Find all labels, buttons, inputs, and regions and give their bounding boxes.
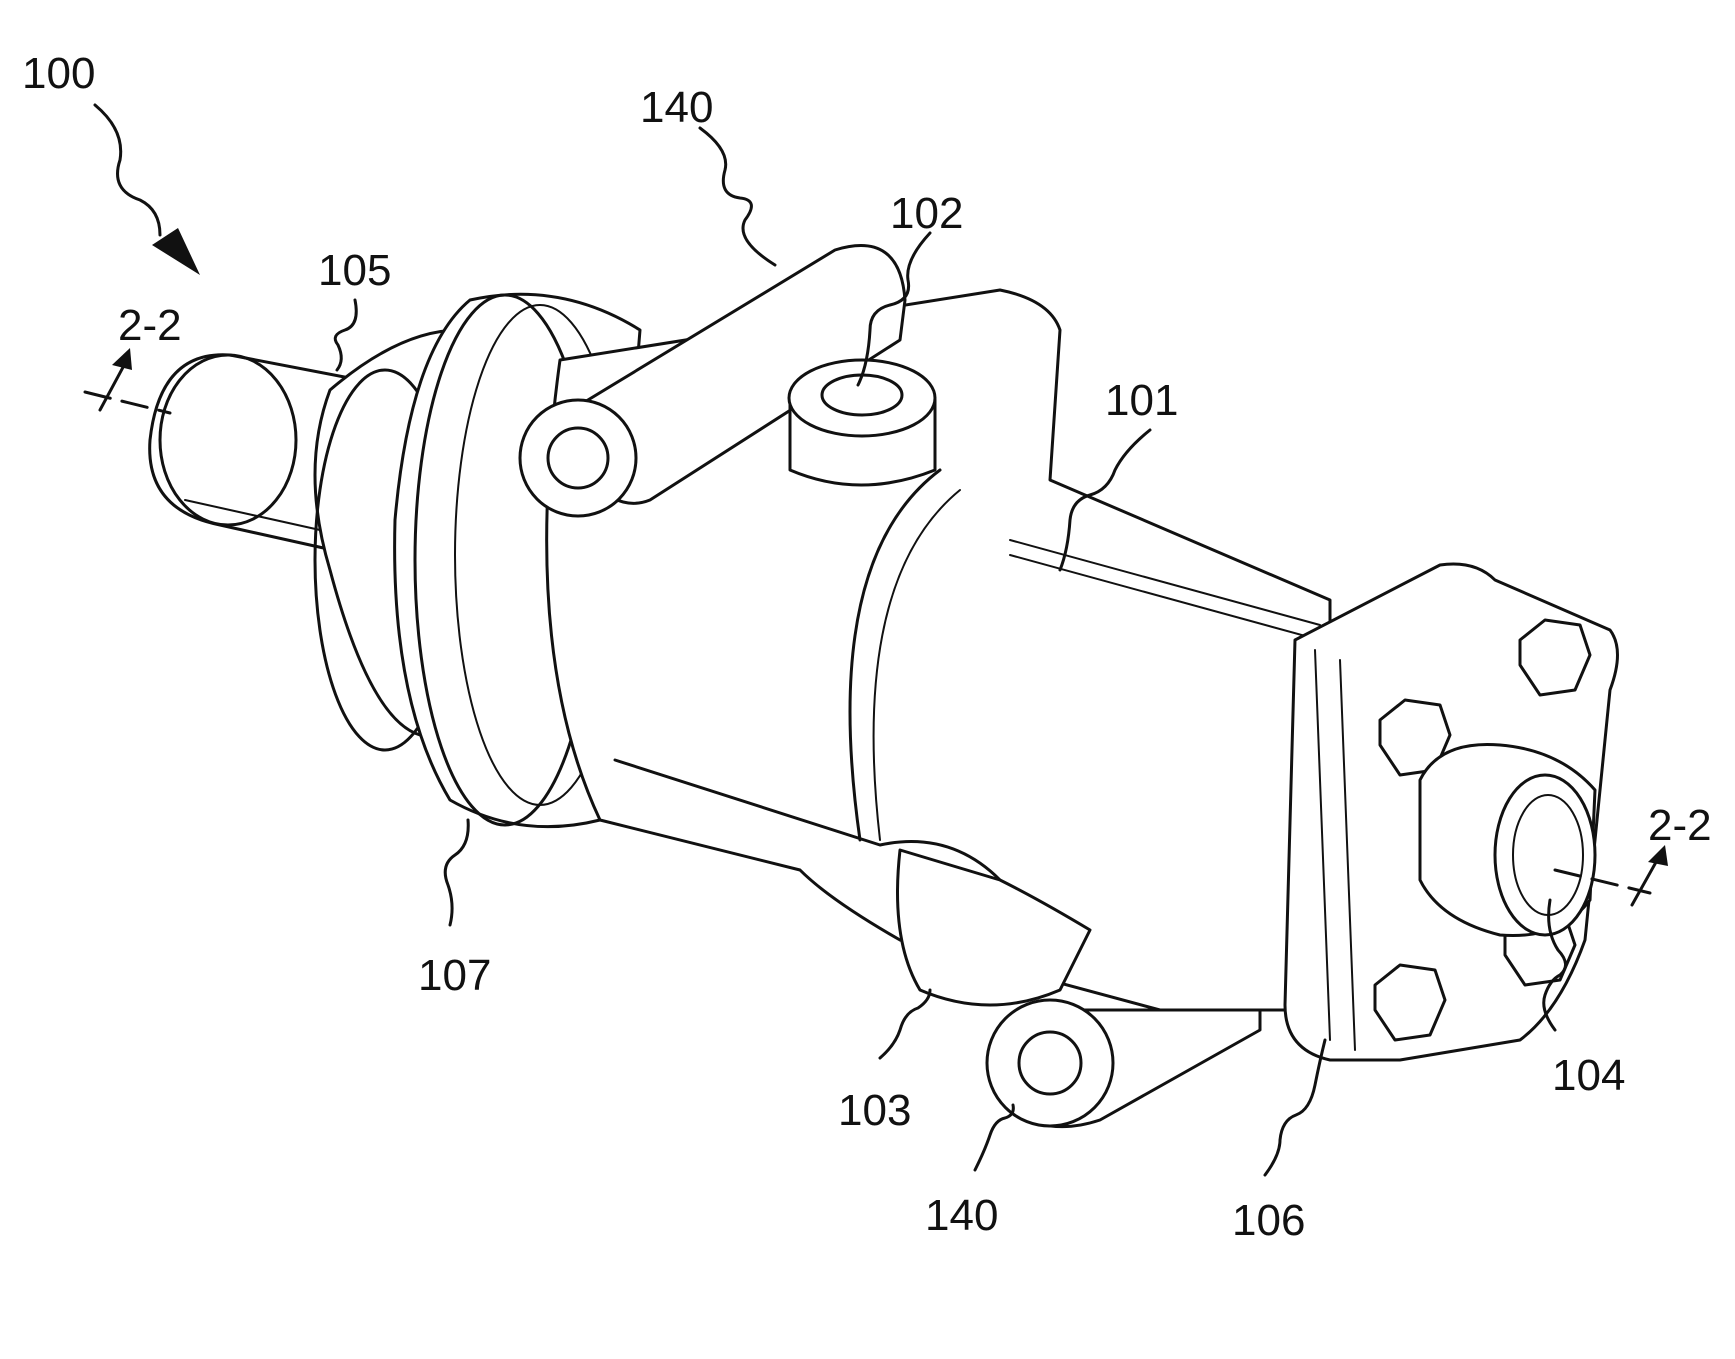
label-101: 101 xyxy=(1105,376,1178,425)
label-100: 100 xyxy=(22,49,95,98)
label-105: 105 xyxy=(318,246,391,295)
label-140-top: 140 xyxy=(640,83,713,132)
label-section-right: 2-2 xyxy=(1648,801,1712,850)
rod-end xyxy=(1420,744,1595,935)
clevis-bottom xyxy=(987,1000,1260,1127)
label-107: 107 xyxy=(418,951,491,1000)
label-140-bottom: 140 xyxy=(925,1191,998,1240)
label-102: 102 xyxy=(890,189,963,238)
label-section-left: 2-2 xyxy=(118,301,182,350)
label-106: 106 xyxy=(1232,1196,1305,1245)
label-103: 103 xyxy=(838,1086,911,1135)
label-104: 104 xyxy=(1552,1051,1625,1100)
